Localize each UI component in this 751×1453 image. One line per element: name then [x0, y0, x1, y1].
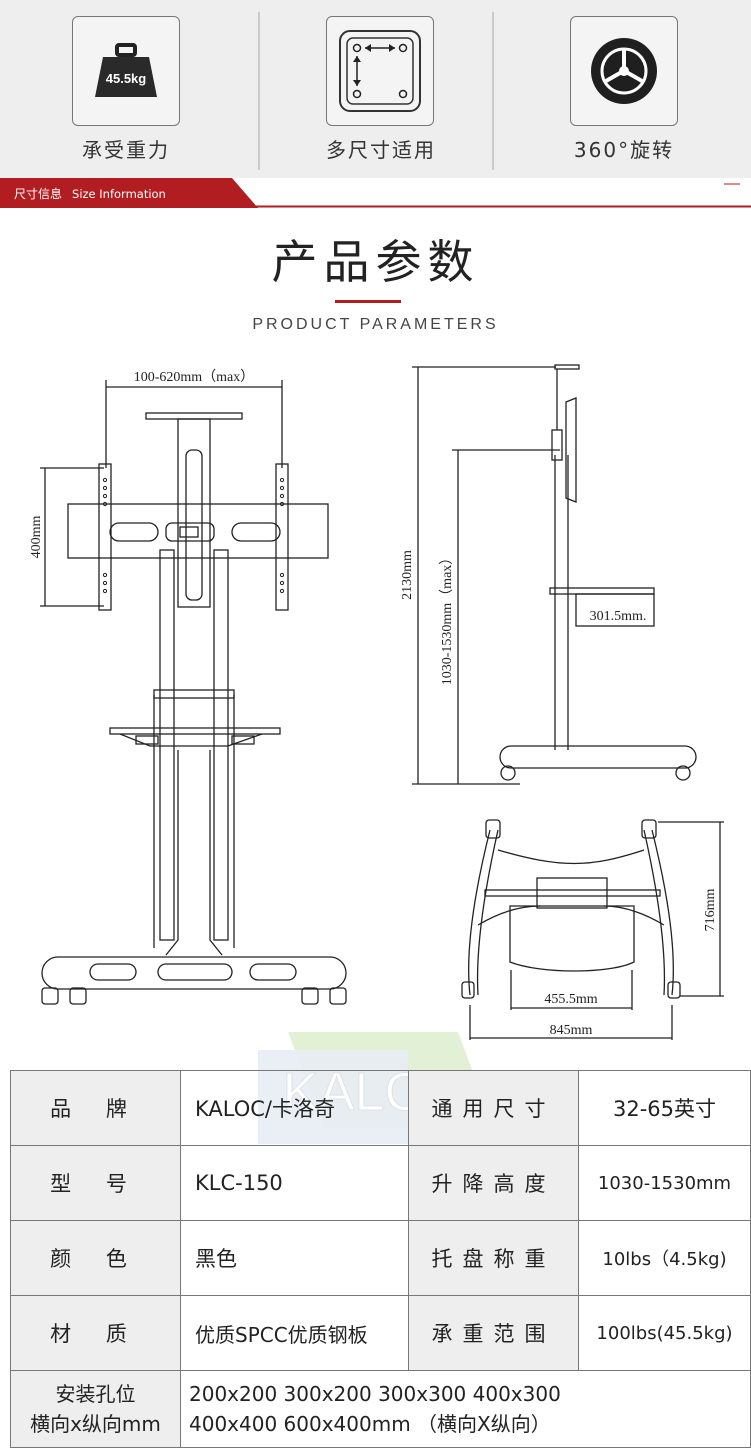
page-title: 产品参数: [271, 235, 480, 289]
dim-base-inner: 455.5mm: [544, 992, 597, 1007]
feature-load-label: 承受重力: [82, 138, 170, 162]
load-value: 100lbs(45.5kg): [578, 1295, 751, 1371]
table-row: 安装孔位 横向x纵向mm 200x200 300x200 300x300 400…: [10, 1370, 751, 1448]
weight-badge: 45.5kg: [106, 71, 147, 86]
brand-label: 品 牌: [10, 1070, 181, 1146]
dim-width-range: 100-620mm（max）: [134, 369, 255, 385]
mount-value-line1: 200x200 300x200 300x300 400x300: [189, 1382, 561, 1406]
lift-value: 1030-1530mm: [578, 1145, 751, 1221]
mount-label: 安装孔位 横向x纵向mm: [10, 1370, 181, 1448]
model-value: KLC-150: [180, 1145, 409, 1221]
technical-drawing: 100-620mm（max） 400mm 2130mm 1030-1530mm（…: [29, 364, 724, 1040]
section-banner: [0, 178, 751, 208]
section-banner-text: 尺寸信息 Size Information: [14, 185, 166, 202]
dim-base-width: 845mm: [550, 1023, 593, 1038]
dim-base-depth: 716mm: [703, 889, 718, 932]
size-value: 32-65英寸: [578, 1070, 751, 1146]
table-row: 品 牌 KALOC/卡洛奇 通用尺寸 32-65英寸: [10, 1070, 751, 1146]
feature-load-box: 45.5kg: [72, 16, 180, 126]
base-view: [461, 819, 724, 1040]
dim-tray-depth: 301.5mm.: [590, 609, 647, 624]
lift-label: 升降高度: [408, 1145, 579, 1221]
mount-label-line2: 横向x纵向mm: [30, 1412, 161, 1436]
feature-divider: [258, 12, 260, 170]
feature-sizes: 多尺寸适用: [326, 16, 434, 163]
table-row: 材 质 优质SPCC优质钢板 承重范围 100lbs(45.5kg): [10, 1295, 751, 1371]
banner-cn: 尺寸信息: [14, 187, 63, 201]
feature-rotate: 360°旋转: [570, 16, 678, 163]
model-label: 型 号: [10, 1145, 181, 1221]
material-value: 优质SPCC优质钢板: [180, 1295, 409, 1371]
weight-icon: 45.5kg: [95, 43, 157, 97]
mount-size-icon: [339, 30, 421, 112]
brand-value: KALOC/卡洛奇: [180, 1070, 409, 1146]
side-view: [412, 364, 697, 785]
table-row: 型 号 KLC-150 升降高度 1030-1530mm: [10, 1145, 751, 1221]
spec-table: 品 牌 KALOC/卡洛奇 通用尺寸 32-65英寸 型 号 KLC-150 升…: [10, 1070, 751, 1448]
mount-value-line2: 400x400 600x400mm （横向X纵向）: [189, 1412, 551, 1436]
banner-en: Size Information: [72, 187, 166, 201]
feature-load: 45.5kg 承受重力: [72, 16, 180, 163]
dim-total-height: 2130mm: [400, 550, 415, 600]
dim-adjust-range: 1030-1530mm（max）: [439, 551, 455, 686]
title-underline: [335, 300, 401, 303]
feature-sizes-box: [326, 16, 434, 126]
size-label: 通用尺寸: [408, 1070, 579, 1146]
load-label: 承重范围: [408, 1295, 579, 1371]
tray-label: 托盘称重: [408, 1220, 579, 1296]
material-label: 材 质: [10, 1295, 181, 1371]
wheel-icon: [591, 38, 657, 104]
dim-400: 400mm: [29, 516, 44, 559]
mount-value: 200x200 300x200 300x300 400x300 400x400 …: [180, 1370, 751, 1448]
page-subtitle: PRODUCT PARAMETERS: [252, 316, 499, 333]
table-row: 颜 色 黑色 托盘称重 10lbs（4.5kg): [10, 1220, 751, 1296]
mount-label-line1: 安装孔位: [55, 1382, 136, 1406]
feature-rotate-box: [570, 16, 678, 126]
feature-sizes-label: 多尺寸适用: [326, 138, 436, 162]
tray-value: 10lbs（4.5kg): [578, 1220, 751, 1296]
color-value: 黑色: [180, 1220, 409, 1296]
feature-divider: [492, 12, 494, 170]
color-label: 颜 色: [10, 1220, 181, 1296]
front-view: [40, 380, 347, 1005]
feature-rotate-label: 360°旋转: [573, 138, 675, 162]
